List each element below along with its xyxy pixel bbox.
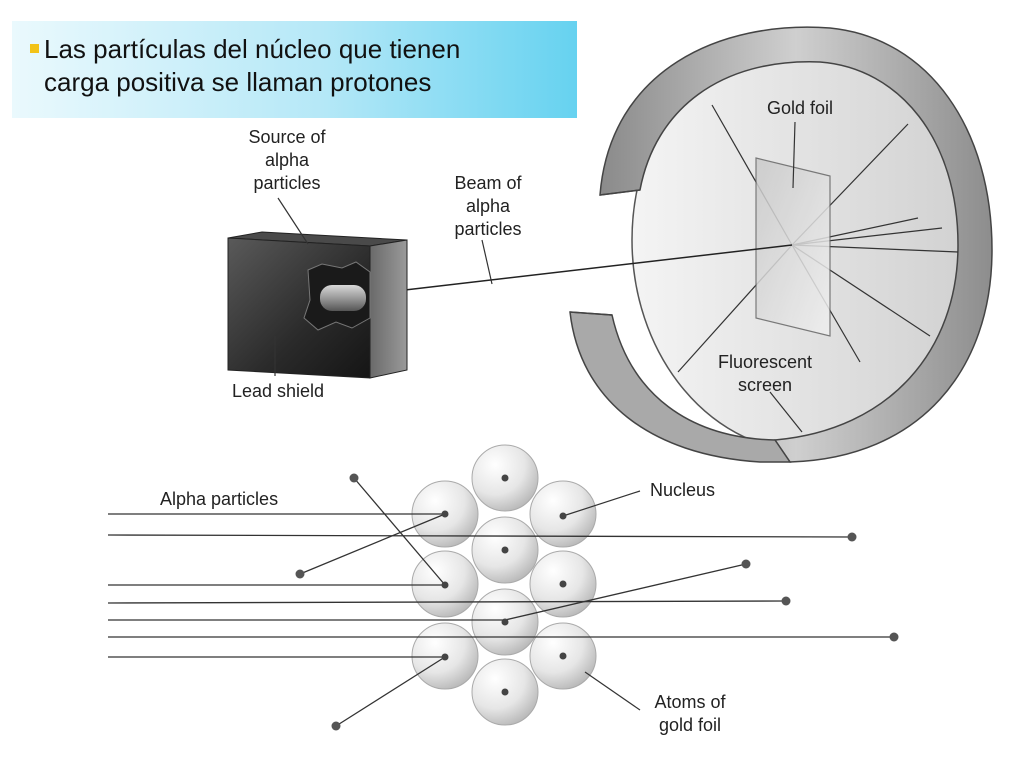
gold-foil-label: Gold foil (767, 98, 833, 118)
atoms-label-2: gold foil (659, 715, 721, 735)
atoms-labels: Alpha particles Nucleus Atoms of gold fo… (160, 480, 727, 735)
apparatus-labels: Source of alpha particles Beam of alpha … (232, 98, 833, 401)
nuclei (441, 474, 567, 696)
title-line-1: Las partículas del núcleo que tienen (44, 34, 461, 64)
source-label-1: Source of (248, 127, 326, 147)
lead-shield-label: Lead shield (232, 381, 324, 401)
nucleus-label: Nucleus (650, 480, 715, 500)
title-line-2: carga positiva se llaman protones (44, 67, 432, 97)
alpha-particle-paths (107, 477, 894, 727)
source-label-3: particles (253, 173, 320, 193)
gold-foil-sheet (755, 157, 831, 337)
beam-label-3: particles (454, 219, 521, 239)
beam-label-2: alpha (466, 196, 511, 216)
alpha-particles-label: Alpha particles (160, 489, 278, 509)
alpha-beam-line (404, 244, 793, 291)
source-label-2: alpha (265, 150, 310, 170)
fluorescent-label-2: screen (738, 375, 792, 395)
bullet-square-icon (30, 44, 39, 53)
atoms-leader-lines (565, 490, 641, 711)
apparatus-leader-lines (274, 121, 803, 433)
lead-shield-box (227, 231, 408, 379)
atoms-label-1: Atoms of (654, 692, 726, 712)
fluorescent-label-1: Fluorescent (718, 352, 812, 372)
alpha-particle-dots (295, 473, 899, 731)
title-banner: Las partículas del núcleo que tienen car… (12, 21, 577, 118)
beam-label-1: Beam of (454, 173, 522, 193)
